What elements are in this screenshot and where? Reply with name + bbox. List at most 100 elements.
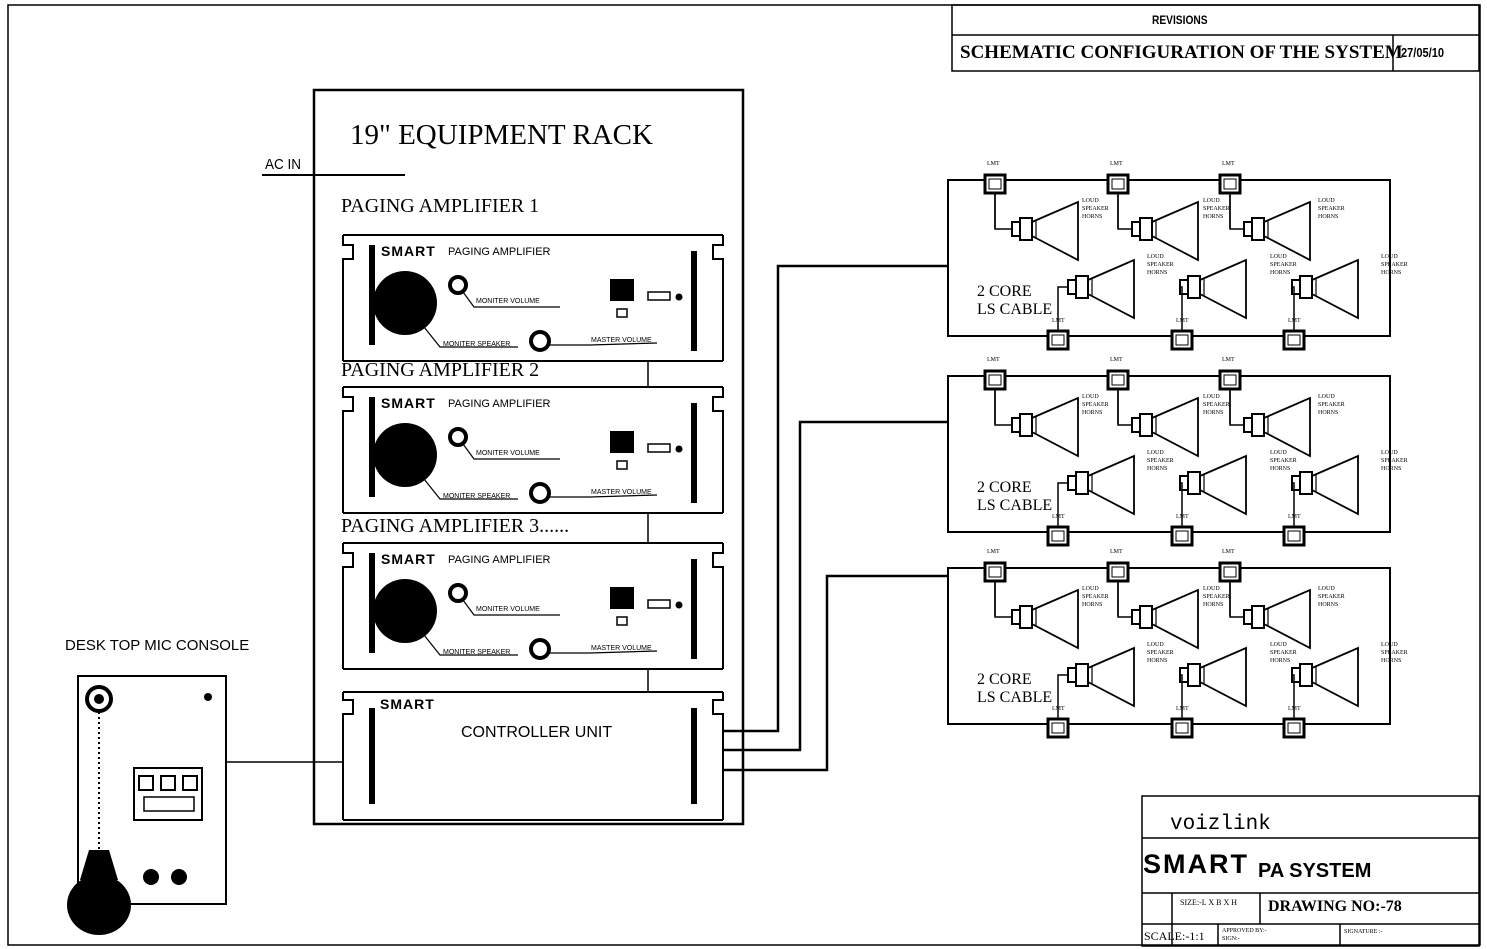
revision-date: 27/05/10	[1401, 45, 1445, 60]
master-volume-label: MASTER VOLUME	[591, 337, 652, 344]
controller-label: CONTROLLER UNIT	[461, 724, 613, 741]
lmt-label: LMT	[1110, 161, 1123, 167]
cable-label-line2: LS CABLE	[977, 689, 1053, 706]
monitor-speaker-icon	[373, 423, 437, 487]
lmt-label: LMT	[1052, 514, 1065, 520]
revisions-header: REVISIONS	[1152, 13, 1208, 27]
monitor-volume-label: MONITER VOLUME	[476, 606, 540, 613]
speaker-label: LOUD	[1082, 586, 1099, 592]
loud-speaker-horn-icon	[1243, 200, 1311, 262]
monitor-volume-label: MONITER VOLUME	[476, 450, 540, 457]
monitor-volume-knob-icon	[448, 275, 468, 295]
lmt-label: LMT	[1222, 357, 1235, 363]
speaker-label: SPEAKER	[1082, 206, 1109, 212]
loud-speaker-horn-icon	[1243, 396, 1311, 458]
lmt-box-icon	[1218, 561, 1242, 583]
speaker-label: LOUD	[1318, 586, 1335, 592]
lmt-box-icon	[1170, 329, 1194, 351]
mic-console-label: DESK TOP MIC CONSOLE	[65, 637, 250, 654]
display-icon	[610, 587, 634, 609]
lmt-label: LMT	[1176, 318, 1189, 324]
controller-unit-drawing	[342, 668, 724, 821]
speaker-label: SPEAKER	[1147, 458, 1174, 464]
amplifier-2	[342, 386, 724, 543]
lmt-label: LMT	[1176, 706, 1189, 712]
cable-label-line1: 2 CORE	[977, 283, 1032, 300]
lmt-label: LMT	[1288, 706, 1301, 712]
loud-speaker-horn-icon	[1179, 646, 1247, 708]
loud-speaker-horn-icon	[1243, 588, 1311, 650]
amplifier-3	[342, 542, 724, 670]
mic-console-drawing	[67, 675, 343, 935]
speaker-zones-drawing	[947, 173, 1391, 739]
loud-speaker-horn-icon	[1179, 258, 1247, 320]
speaker-label: SPEAKER	[1082, 594, 1109, 600]
lmt-box-icon	[1282, 329, 1306, 351]
ac-in-label: AC IN	[265, 156, 302, 173]
lmt-box-icon	[983, 561, 1007, 583]
speaker-label: LOUD	[1318, 198, 1335, 204]
loud-speaker-horn-icon	[1067, 454, 1135, 516]
title-brand: SMART	[1143, 849, 1249, 879]
amplifier-brand: SMART	[381, 243, 436, 259]
master-volume-knob-icon	[529, 330, 551, 352]
lmt-label: LMT	[987, 549, 1000, 555]
monitor-speaker-label: MONITER SPEAKER	[443, 341, 511, 348]
scale-label: SCALE:-1:1	[1144, 929, 1205, 943]
speaker-label: HORNS	[1270, 466, 1291, 472]
loud-speaker-horn-icon	[1131, 588, 1199, 650]
lmt-label: LMT	[1110, 357, 1123, 363]
amplifier-caption: PAGING AMPLIFIER 3......	[341, 515, 570, 537]
master-volume-knob-icon	[529, 638, 551, 660]
cable-label-line2: LS CABLE	[977, 497, 1053, 514]
speaker-zone-1	[947, 173, 1391, 351]
amplifier-model: PAGING AMPLIFIER	[448, 554, 551, 566]
monitor-volume-knob-icon	[448, 427, 468, 447]
speaker-label: LOUD	[1270, 254, 1287, 260]
cable-label-line1: 2 CORE	[977, 479, 1032, 496]
speaker-label: LOUD	[1381, 642, 1398, 648]
lmt-box-icon	[983, 369, 1007, 391]
master-volume-knob-icon	[529, 482, 551, 504]
approved-label: APPROVED BY:-	[1222, 928, 1267, 934]
lmt-box-icon	[1282, 717, 1306, 739]
cable-label-line1: 2 CORE	[977, 671, 1032, 688]
loud-speaker-horn-icon	[1011, 396, 1079, 458]
lmt-label: LMT	[1222, 549, 1235, 555]
speaker-label: SPEAKER	[1381, 262, 1408, 268]
speaker-label: HORNS	[1082, 410, 1103, 416]
monitor-speaker-label: MONITER SPEAKER	[443, 493, 511, 500]
lmt-label: LMT	[1052, 318, 1065, 324]
lmt-label: LMT	[1052, 706, 1065, 712]
lmt-box-icon	[1218, 173, 1242, 195]
master-volume-label: MASTER VOLUME	[591, 645, 652, 652]
amplifier-1	[342, 234, 724, 387]
sign-label: SIGN:-	[1222, 936, 1240, 942]
amplifier-model: PAGING AMPLIFIER	[448, 398, 551, 410]
speaker-label: HORNS	[1381, 658, 1402, 664]
lmt-box-icon	[1282, 525, 1306, 547]
lmt-box-icon	[1170, 525, 1194, 547]
title-block	[1141, 795, 1480, 947]
speaker-label: HORNS	[1203, 410, 1224, 416]
lmt-label: LMT	[987, 357, 1000, 363]
speaker-label: SPEAKER	[1270, 262, 1297, 268]
master-volume-label: MASTER VOLUME	[591, 489, 652, 496]
lmt-label: LMT	[1176, 514, 1189, 520]
amplifier-caption: PAGING AMPLIFIER 1	[341, 195, 540, 217]
monitor-speaker-icon	[373, 579, 437, 643]
speaker-label: LOUD	[1381, 450, 1398, 456]
speaker-label: SPEAKER	[1203, 206, 1230, 212]
monitor-speaker-label: MONITER SPEAKER	[443, 649, 511, 656]
loud-speaker-horn-icon	[1131, 200, 1199, 262]
speaker-label: LOUD	[1203, 394, 1220, 400]
speaker-label: LOUD	[1147, 254, 1164, 260]
amplifier-brand: SMART	[381, 551, 436, 567]
speaker-zone-2	[947, 369, 1391, 547]
speaker-label: HORNS	[1318, 214, 1339, 220]
lmt-box-icon	[1170, 717, 1194, 739]
loud-speaker-horn-icon	[1011, 588, 1079, 650]
speaker-label: HORNS	[1147, 658, 1168, 664]
